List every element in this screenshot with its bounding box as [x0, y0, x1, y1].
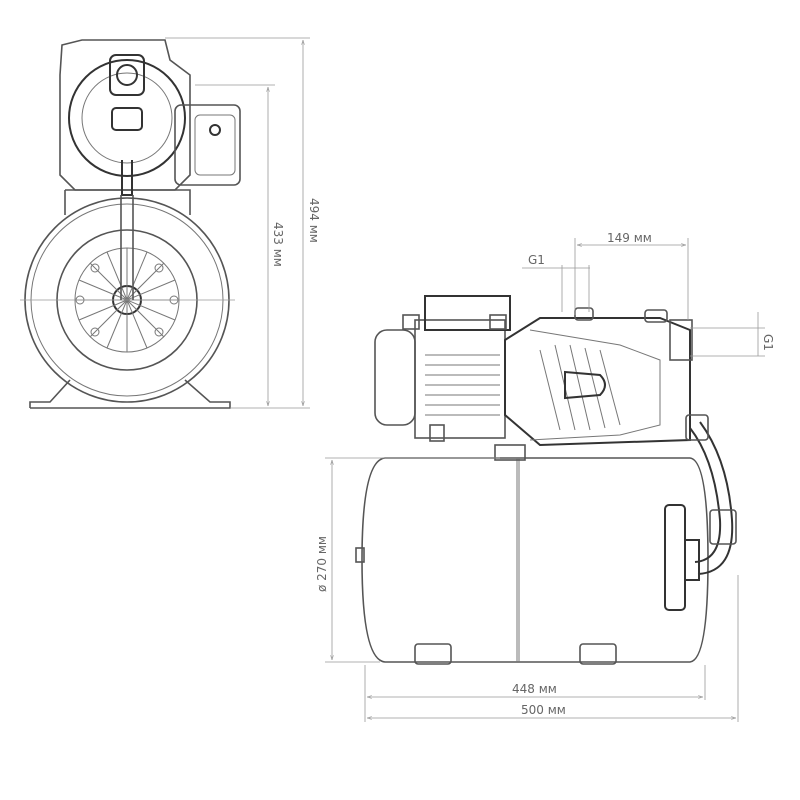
- length-448-label: 448 мм: [512, 682, 557, 696]
- length-500-label: 500 мм: [521, 703, 566, 717]
- side-tank: [355, 444, 709, 665]
- height-494-label: 494 мм: [307, 198, 321, 243]
- g1-right-label: G1: [761, 334, 775, 351]
- g1-top-label: G1: [528, 253, 545, 267]
- dimension-g1-right: G1: [690, 312, 775, 357]
- dimension-149: 149 мм: [574, 231, 689, 320]
- front-tank: [20, 197, 235, 403]
- front-view: 494 мм 433 мм: [20, 37, 321, 409]
- front-pump-head: [59, 39, 241, 300]
- dimension-149-label: 149 мм: [607, 231, 652, 245]
- front-base: [29, 189, 231, 409]
- side-pump-head: [504, 307, 693, 447]
- height-dimension-494: 494 мм: [165, 37, 321, 409]
- height-433-label: 433 мм: [271, 222, 285, 267]
- dimension-500: 500 мм: [367, 575, 739, 722]
- dimension-270: ø 270 мм: [315, 457, 500, 663]
- height-dimension-433: 433 мм: [195, 84, 285, 406]
- side-view: 149 мм G1 G1 ø 270 мм 448 мм: [315, 231, 775, 722]
- diameter-270-label: ø 270 мм: [315, 536, 329, 592]
- dimension-448: 448 мм: [364, 665, 706, 722]
- side-motor: [374, 295, 511, 442]
- dimension-g1-top: G1: [522, 253, 590, 312]
- side-hose: [685, 414, 737, 575]
